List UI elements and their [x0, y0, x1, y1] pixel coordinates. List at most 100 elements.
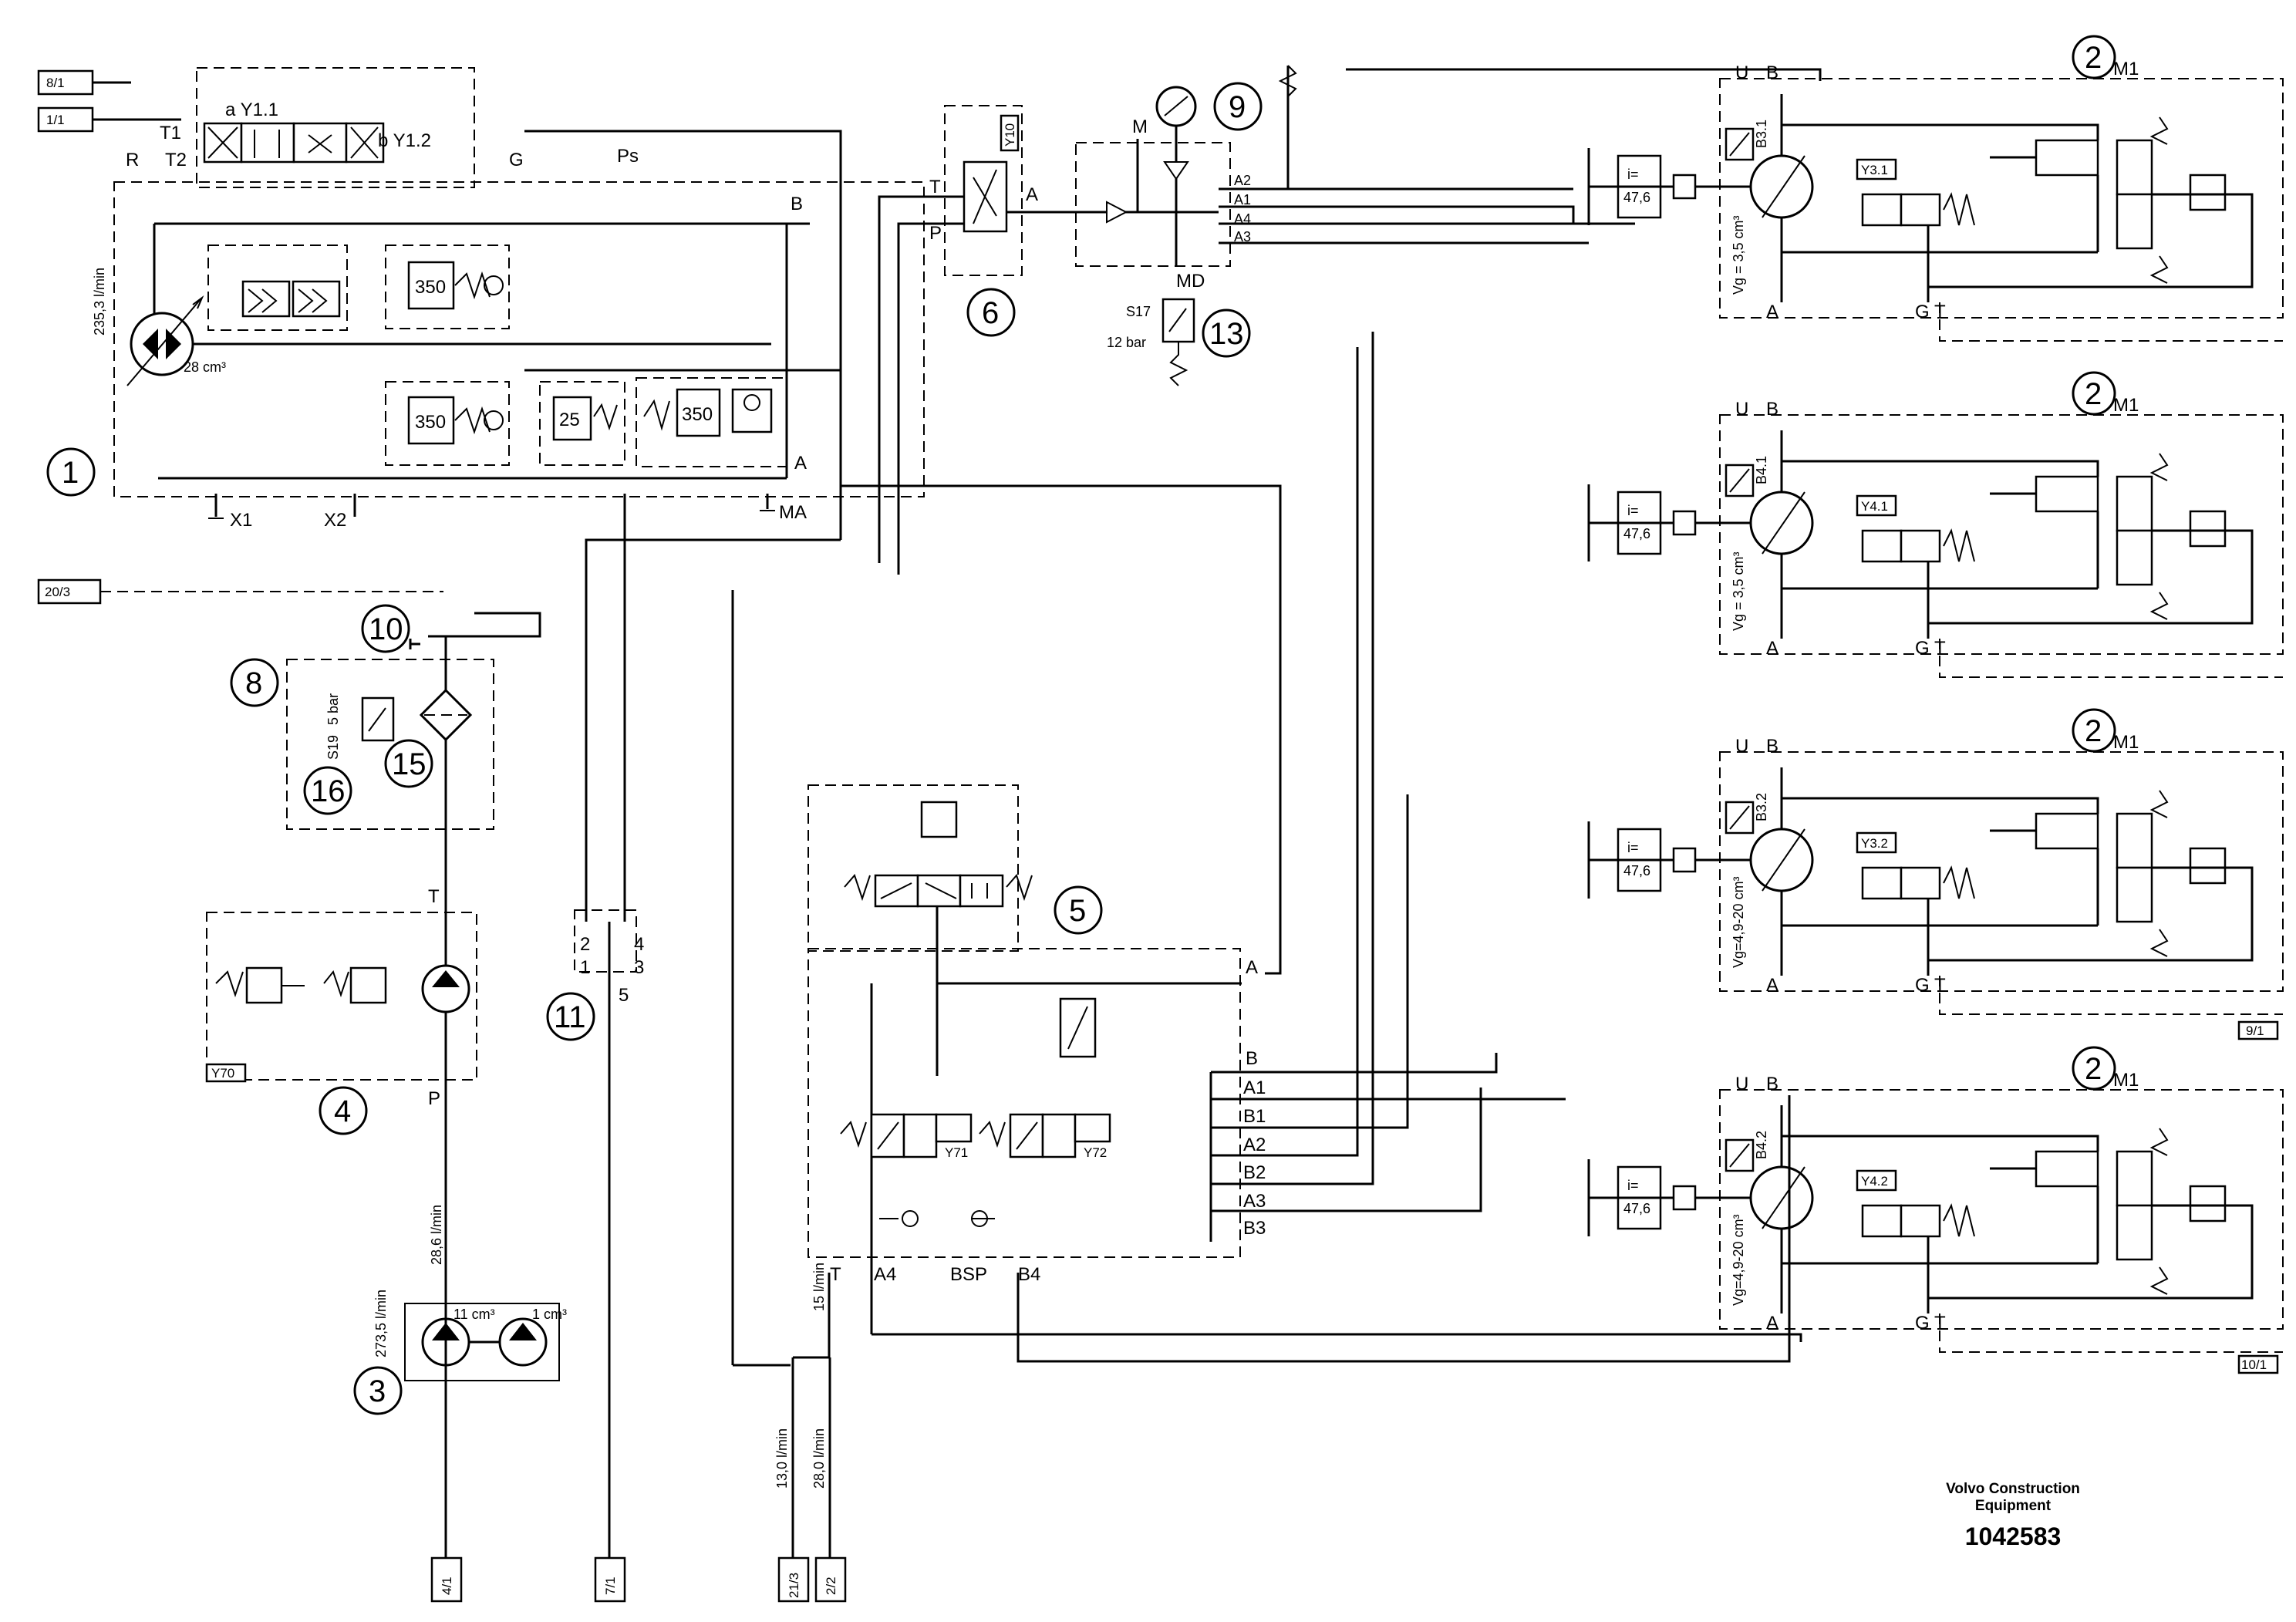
port-x1: X1: [230, 510, 252, 531]
port-m1: M1: [2113, 59, 2139, 79]
port-t-y10: T: [929, 177, 941, 197]
displacement-label: Vg=4,9-20 cm³: [1731, 876, 1746, 968]
switch-s19-pressure: 5 bar: [325, 693, 341, 725]
port-ps: Ps: [617, 146, 639, 167]
sensor-label: B3.2: [1754, 793, 1769, 821]
steering-pump-block: T P Y70: [205, 886, 477, 1109]
port-m1: M1: [2113, 395, 2139, 416]
component-9: 9: [1229, 90, 1246, 124]
port-g-motor: G: [1915, 1313, 1930, 1334]
port-b-main: B: [791, 194, 803, 214]
port-t-motor: T: [1934, 1313, 1946, 1334]
ratio-value: 47,6: [1623, 526, 1650, 541]
ratio-label: i=: [1627, 503, 1639, 518]
port-b1-vb5: B1: [1243, 1106, 1266, 1127]
switch-s19: S19: [325, 735, 341, 760]
port-a-motor: A: [1766, 975, 1778, 996]
solenoid-y10: Y10: [1003, 123, 1017, 147]
port-b-motor: B: [1766, 399, 1778, 420]
port-a-motor: A: [1766, 638, 1778, 659]
displacement-label: Vg=4,9-20 cm³: [1731, 1214, 1746, 1306]
page-references-bottom: 4/1 7/1 21/3 2/2 13,0 l/min 28,0 l/min 1…: [430, 1263, 847, 1603]
port-r: R: [126, 150, 139, 170]
port-u: U: [1735, 736, 1748, 757]
relief-valve-350-upper: 350: [415, 277, 446, 298]
connector-block: 2 4 1 3 5: [574, 494, 841, 1558]
solenoid-y1-2: b Y1.2: [378, 130, 431, 151]
flow-28: 28,0 l/min: [811, 1428, 827, 1489]
port-g-motor: G: [1915, 638, 1930, 659]
ref-9-1: 9/1: [2246, 1023, 2264, 1038]
ref-4-1: 4/1: [440, 1576, 454, 1595]
component-4: 4: [334, 1094, 351, 1128]
pump-disp-1: 1 cm³: [532, 1307, 567, 1322]
ratio-value: 47,6: [1623, 190, 1650, 205]
sensor-label: B4.1: [1754, 456, 1769, 484]
component-1: 1: [62, 456, 79, 490]
switch-s17-pressure: 12 bar: [1107, 335, 1146, 350]
component-6: 6: [982, 296, 999, 330]
component-3: 3: [369, 1374, 386, 1408]
port-g-motor: G: [1915, 302, 1930, 322]
port-b4-vb5: B4: [1018, 1264, 1040, 1285]
motor-unit-3: [1587, 708, 2284, 1015]
conn-port-4: 4: [634, 934, 644, 955]
component-13: 13: [1209, 317, 1244, 351]
pump-flow-286: 28,6 l/min: [429, 1205, 444, 1265]
ref-1-1: 1/1: [46, 113, 65, 127]
directional-valve-y1: [203, 122, 385, 164]
port-a-motor: A: [1766, 1313, 1778, 1334]
component-2: 2: [2085, 377, 2102, 411]
component-2: 2: [2085, 714, 2102, 748]
solenoid-y70: Y70: [211, 1066, 234, 1081]
ref-2-2: 2/2: [824, 1576, 838, 1595]
port-t-motor: T: [1934, 638, 1946, 659]
solenoid-y72: Y72: [1084, 1145, 1107, 1160]
component-15: 15: [392, 747, 426, 781]
pump-flow-273: 273,5 l/min: [373, 1290, 389, 1357]
ratio-label: i=: [1627, 840, 1639, 855]
port-t-pump4: T: [428, 886, 440, 907]
port-t1: T1: [160, 123, 181, 143]
component-11: 11: [554, 1000, 586, 1034]
component-10: 10: [369, 612, 403, 646]
sensor-label: B4.2: [1754, 1131, 1769, 1159]
conn-port-1: 1: [580, 957, 590, 978]
port-a4-vb5: A4: [874, 1264, 896, 1285]
valve-y10-block: Y10 T P A: [878, 105, 1095, 575]
port-b2-vb5: B2: [1243, 1162, 1266, 1183]
brand-line-2: Equipment: [1974, 1498, 2052, 1514]
ref-8-1: 8/1: [46, 76, 65, 90]
port-ma: MA: [779, 502, 807, 523]
port-a-motor: A: [1766, 302, 1778, 322]
port-u: U: [1735, 1074, 1748, 1094]
relief-valve-25: 25: [559, 410, 580, 430]
solenoid-label: Y4.2: [1861, 1174, 1888, 1189]
main-pump-displacement: 28 cm³: [184, 359, 226, 375]
displacement-label: Vg = 3,5 cm³: [1731, 215, 1746, 295]
port-a2-vb5: A2: [1243, 1135, 1266, 1155]
port-t-vb5: T: [830, 1264, 841, 1285]
component-16: 16: [311, 774, 346, 808]
conn-port-5: 5: [619, 985, 629, 1006]
port-m-valve9: M: [1132, 116, 1148, 137]
drawing-code: 1042583: [1964, 1523, 2062, 1550]
component-8: 8: [245, 666, 262, 700]
port-a1-vb5: A1: [1243, 1077, 1266, 1098]
solenoid-label: Y3.2: [1861, 836, 1888, 851]
port-md: MD: [1176, 271, 1205, 292]
port-a-y10: A: [1026, 184, 1038, 205]
sensor-label: B3.1: [1754, 120, 1769, 148]
solenoid-y1-1: a Y1.1: [225, 99, 278, 120]
ratio-label: i=: [1627, 1178, 1639, 1193]
port-p-y10: P: [929, 223, 942, 244]
pump-disp-11: 11 cm³: [453, 1307, 495, 1322]
ref-7-1: 7/1: [603, 1576, 618, 1595]
port-p-pump4: P: [428, 1088, 440, 1109]
port-bsp-vb5: BSP: [950, 1264, 987, 1285]
port-a-main: A: [794, 453, 807, 474]
port-b3-vb5: B3: [1243, 1218, 1266, 1239]
port-m1: M1: [2113, 732, 2139, 753]
